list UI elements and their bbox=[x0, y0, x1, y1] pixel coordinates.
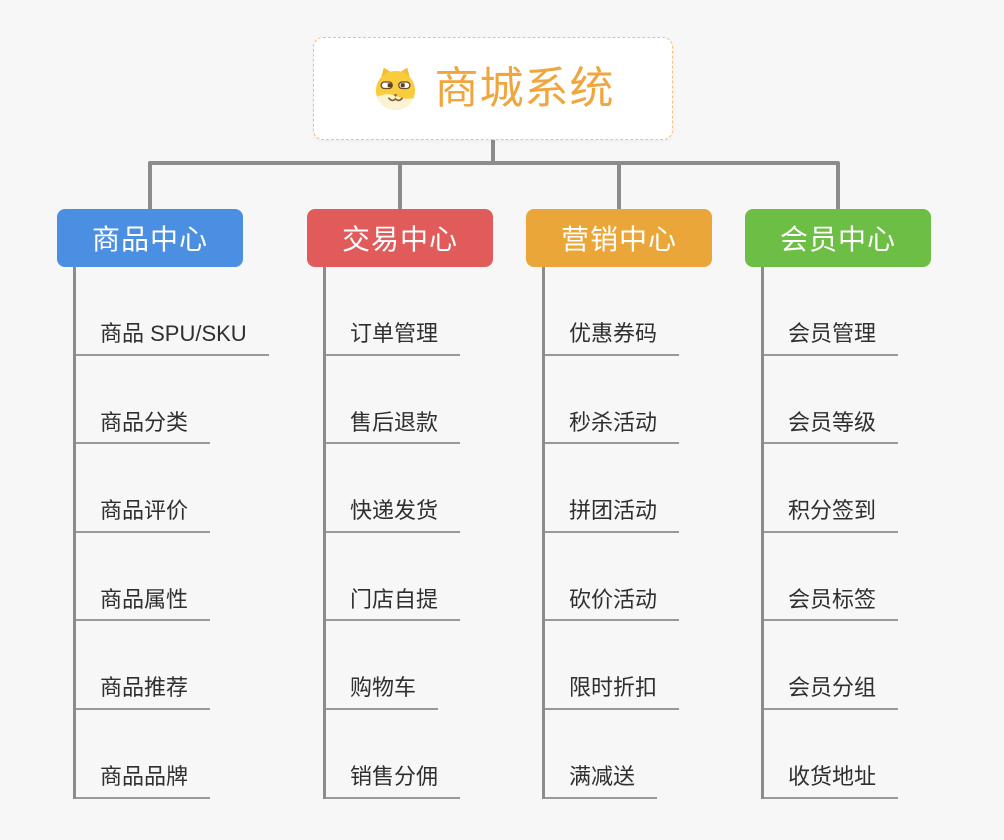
root-title: 商城系统 bbox=[434, 63, 615, 113]
leaf-item[interactable]: 会员等级 bbox=[764, 356, 899, 445]
leaf-item[interactable]: 限时折扣 bbox=[545, 621, 680, 710]
topic-label: 交易中心 bbox=[341, 224, 458, 255]
leaf-item[interactable]: 购物车 bbox=[326, 621, 439, 710]
leaf-item[interactable]: 商品属性 bbox=[76, 533, 211, 622]
branch-children: 优惠券码 秒杀活动 拼团活动 砍价活动 限时折扣 满减送 bbox=[542, 267, 712, 799]
topic-label: 营销中心 bbox=[560, 224, 677, 255]
leaf-item[interactable]: 商品分类 bbox=[76, 356, 211, 445]
branch-children: 商品 SPU/SKU 商品分类 商品评价 商品属性 商品推荐 商品品牌 bbox=[73, 267, 269, 799]
leaf-item[interactable]: 拼团活动 bbox=[545, 444, 680, 533]
leaf-item[interactable]: 商品 SPU/SKU bbox=[76, 267, 269, 356]
leaf-item[interactable]: 商品推荐 bbox=[76, 621, 211, 710]
connector-branch-stub bbox=[148, 163, 152, 210]
topic-label: 商品中心 bbox=[91, 224, 208, 255]
leaf-item[interactable]: 积分签到 bbox=[764, 444, 899, 533]
connector-root-stub bbox=[491, 140, 495, 165]
leaf-item[interactable]: 砍价活动 bbox=[545, 533, 680, 622]
doge-face-icon bbox=[375, 67, 415, 111]
leaf-item[interactable]: 商品评价 bbox=[76, 444, 211, 533]
leaf-item[interactable]: 会员标签 bbox=[764, 533, 899, 622]
leaf-item[interactable]: 销售分佣 bbox=[326, 710, 461, 799]
branch-children: 会员管理 会员等级 积分签到 会员标签 会员分组 收货地址 bbox=[761, 267, 931, 799]
connector-branch-stub bbox=[617, 163, 621, 210]
leaf-item[interactable]: 满减送 bbox=[545, 710, 658, 799]
leaf-item[interactable]: 商品品牌 bbox=[76, 710, 211, 799]
root-node[interactable]: 商城系统 bbox=[313, 37, 673, 140]
branch-children: 订单管理 售后退款 快递发货 门店自提 购物车 销售分佣 bbox=[323, 267, 493, 799]
topic-member-center[interactable]: 会员中心 bbox=[745, 209, 931, 267]
leaf-item[interactable]: 会员管理 bbox=[764, 267, 899, 356]
connector-branch-stub bbox=[398, 163, 402, 210]
leaf-item[interactable]: 订单管理 bbox=[326, 267, 461, 356]
topic-trade-center[interactable]: 交易中心 bbox=[307, 209, 493, 267]
leaf-item[interactable]: 秒杀活动 bbox=[545, 356, 680, 445]
topic-product-center[interactable]: 商品中心 bbox=[57, 209, 243, 267]
branch-product-center: 商品中心 商品 SPU/SKU 商品分类 商品评价 商品属性 商品推荐 商品品牌 bbox=[57, 209, 269, 799]
topic-marketing-center[interactable]: 营销中心 bbox=[526, 209, 712, 267]
leaf-item[interactable]: 会员分组 bbox=[764, 621, 899, 710]
connector-horizontal bbox=[148, 161, 840, 165]
topic-label: 会员中心 bbox=[779, 224, 896, 255]
branch-marketing-center: 营销中心 优惠券码 秒杀活动 拼团活动 砍价活动 限时折扣 满减送 bbox=[526, 209, 712, 799]
branch-member-center: 会员中心 会员管理 会员等级 积分签到 会员标签 会员分组 收货地址 bbox=[745, 209, 931, 799]
leaf-item[interactable]: 售后退款 bbox=[326, 356, 461, 445]
connector-branch-stub bbox=[836, 163, 840, 210]
leaf-item[interactable]: 优惠券码 bbox=[545, 267, 680, 356]
branch-trade-center: 交易中心 订单管理 售后退款 快递发货 门店自提 购物车 销售分佣 bbox=[307, 209, 493, 799]
leaf-item[interactable]: 快递发货 bbox=[326, 444, 461, 533]
leaf-item[interactable]: 收货地址 bbox=[764, 710, 899, 799]
leaf-item[interactable]: 门店自提 bbox=[326, 533, 461, 622]
